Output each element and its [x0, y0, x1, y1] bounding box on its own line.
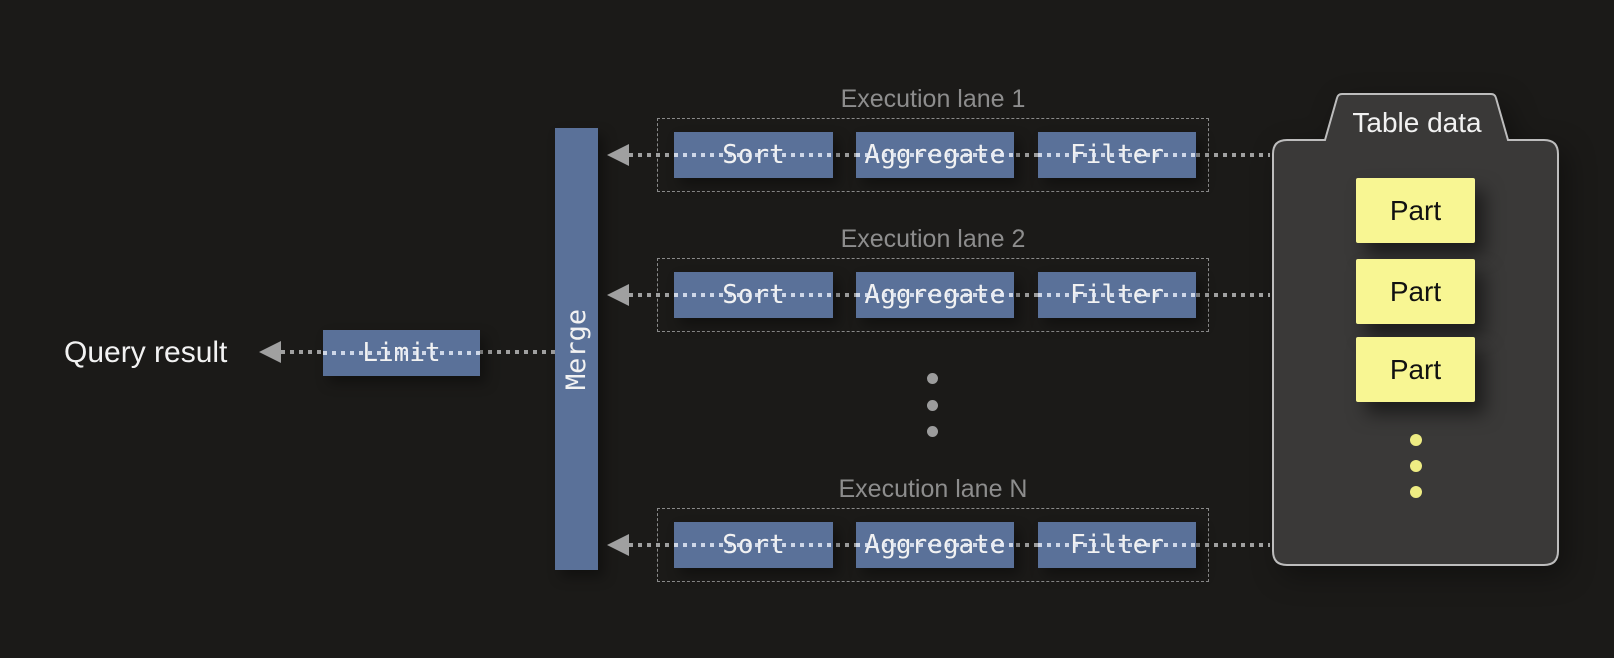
- operator-box-filter: Filter: [1038, 272, 1196, 318]
- execution-lane-2: Execution lane 2 Sort Aggregate Filter: [607, 225, 1270, 332]
- operator-box-sort: Sort: [674, 272, 833, 318]
- flow-dots-overlay: [674, 153, 833, 157]
- table-data-title: Table data: [1352, 107, 1482, 138]
- flow-dots-overlay: [1038, 293, 1196, 297]
- table-data-container: [1272, 93, 1559, 566]
- part-ellipsis-dot: [1410, 434, 1422, 446]
- operator-box-sort: Sort: [674, 522, 833, 568]
- arrowhead-icon: [607, 534, 629, 556]
- operator-box-aggregate: Aggregate: [856, 522, 1014, 568]
- merge-bar: Merge: [555, 128, 598, 570]
- part-box: Part: [1356, 259, 1475, 324]
- lane-ellipsis-dot: [927, 400, 938, 411]
- part-box: Part: [1356, 178, 1475, 243]
- flow-dots-overlay: [856, 293, 1014, 297]
- operator-box-aggregate: Aggregate: [856, 132, 1014, 178]
- lane-title: Execution lane N: [838, 475, 1028, 503]
- flow-dots-overlay: [856, 153, 1014, 157]
- lane-ellipsis-dot: [927, 426, 938, 437]
- operator-box-aggregate: Aggregate: [856, 272, 1014, 318]
- part-label: Part: [1389, 194, 1442, 226]
- flow-dots-overlay: [674, 293, 833, 297]
- lane-title: Execution lane 2: [840, 225, 1026, 253]
- part-ellipsis-dot: [1410, 460, 1422, 472]
- part-box: Part: [1356, 337, 1475, 402]
- query-result-label: Query result: [64, 336, 228, 369]
- operator-box-sort: Sort: [674, 132, 833, 178]
- arrowhead-icon: [607, 284, 629, 306]
- flow-dots-overlay: [856, 543, 1014, 547]
- operator-box-filter: Filter: [1038, 132, 1196, 178]
- part-label: Part: [1389, 275, 1442, 307]
- lane-title: Execution lane 1: [840, 85, 1026, 113]
- arrowhead-icon: [259, 341, 281, 363]
- merge-label: Merge: [561, 308, 592, 390]
- flow-dots-overlay: [323, 351, 480, 355]
- limit-box: Limit: [323, 330, 480, 376]
- lane-ellipsis-dot: [927, 373, 938, 384]
- execution-lane-n: Execution lane N Sort Aggregate Filter: [607, 475, 1270, 582]
- operator-box-filter: Filter: [1038, 522, 1196, 568]
- flow-dots-overlay: [1038, 153, 1196, 157]
- part-label: Part: [1389, 353, 1442, 385]
- part-ellipsis-dot: [1410, 486, 1422, 498]
- flow-dots-overlay: [1038, 543, 1196, 547]
- arrowhead-icon: [607, 144, 629, 166]
- flow-dots-overlay: [674, 543, 833, 547]
- execution-lane-1: Execution lane 1 Sort Aggregate Filter: [607, 85, 1270, 192]
